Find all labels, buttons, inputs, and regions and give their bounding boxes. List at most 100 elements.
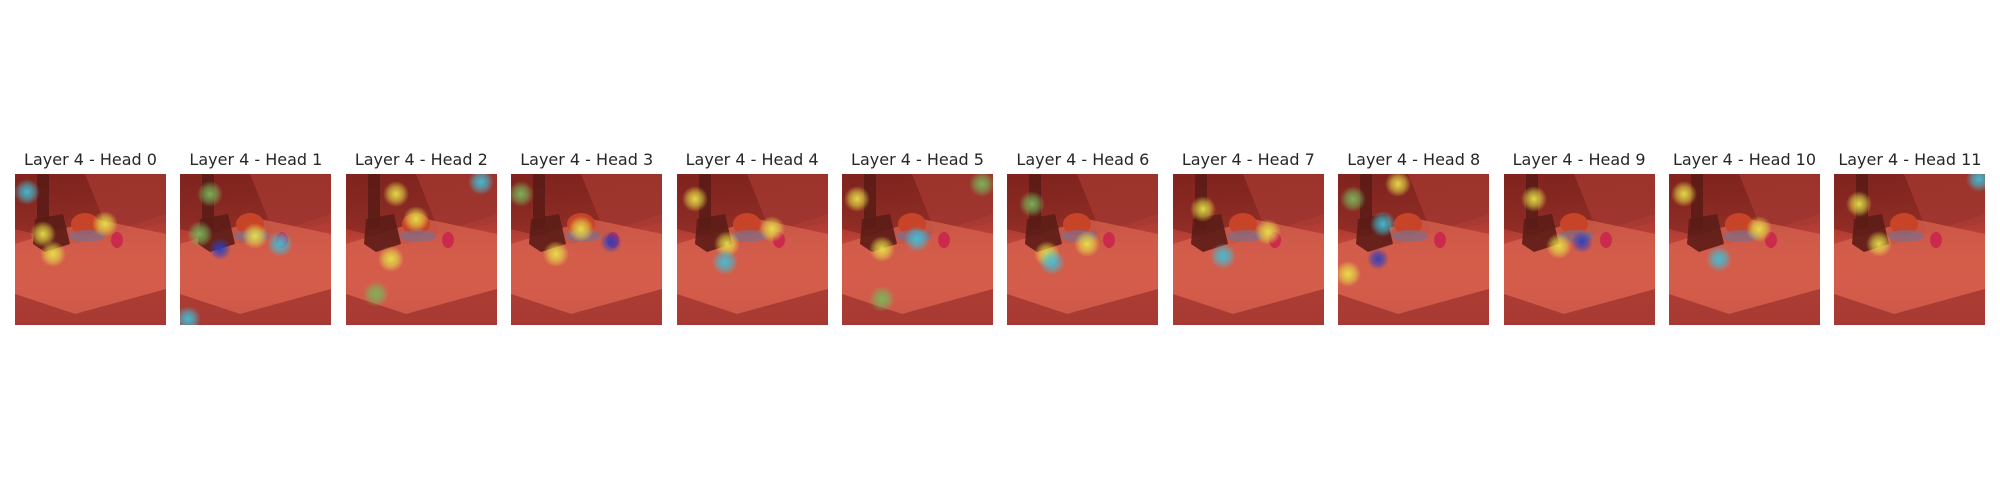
- heatmap-overlay: [1338, 174, 1490, 325]
- pot: [1559, 213, 1588, 235]
- attention-hotspot: [1545, 233, 1572, 259]
- lower-cabinet: [1669, 289, 1820, 325]
- fruit: [1599, 232, 1612, 248]
- panel-title: Layer 4 - Head 11: [1838, 150, 1982, 169]
- heatmap-overlay: [842, 174, 993, 325]
- lower-cabinet: [1007, 289, 1159, 325]
- attention-hotspot: [1367, 248, 1390, 270]
- heatmap-overlay: [180, 174, 332, 325]
- robot-arm: [37, 174, 49, 229]
- upper-cabinet: [250, 174, 332, 236]
- heatmap-overlay: [1503, 174, 1655, 325]
- attention-hotspot: [1520, 186, 1547, 212]
- lower-cabinet: [1172, 289, 1324, 325]
- attention-heatmap-image: [1007, 174, 1159, 325]
- attention-heatmap-image: [511, 174, 663, 325]
- attention-hotspot: [1671, 181, 1697, 207]
- plate: [730, 230, 767, 242]
- robot-gripper: [363, 214, 401, 252]
- panel-title: Layer 4 - Head 0: [24, 150, 157, 169]
- pot: [1890, 213, 1919, 235]
- attention-heatmap-image: [180, 174, 332, 325]
- lower-cabinet: [180, 289, 332, 325]
- lower-cabinet: [511, 289, 663, 325]
- attention-heatmap-image: [15, 174, 166, 325]
- panel-title: Layer 4 - Head 1: [189, 150, 323, 169]
- attention-hotspot: [1338, 261, 1362, 287]
- lower-cabinet: [1834, 289, 1986, 325]
- lower-cabinet: [1503, 289, 1655, 325]
- heatmap-overlay: [345, 174, 497, 325]
- attention-hotspot: [869, 236, 895, 262]
- robot-arm: [533, 174, 546, 229]
- attention-hotspot: [1746, 216, 1772, 242]
- upper-cabinet: [1408, 174, 1490, 236]
- pot: [1063, 213, 1092, 235]
- attention-hotspot: [197, 181, 224, 207]
- robot-arm: [864, 174, 876, 229]
- panel-title: Layer 4 - Head 3: [520, 150, 654, 169]
- attention-hotspot: [1019, 191, 1046, 217]
- lower-cabinet: [345, 289, 497, 325]
- attention-hotspot: [543, 241, 570, 267]
- attention-hotspot: [1074, 231, 1101, 257]
- pot: [1228, 213, 1257, 235]
- attention-hotspot: [758, 216, 785, 242]
- attention-hotspot: [362, 281, 389, 307]
- attention-hotspot: [92, 211, 118, 237]
- lower-cabinet: [15, 289, 166, 325]
- panel-title: Layer 4 - Head 7: [1181, 150, 1315, 169]
- attention-hotspot: [209, 238, 232, 260]
- attention-hotspot: [377, 246, 404, 272]
- attention-heatmap-image: [345, 174, 497, 325]
- attention-hotspot: [180, 306, 202, 325]
- attention-heatmap-image: [1338, 174, 1490, 325]
- attention-hotspot: [904, 226, 930, 252]
- attention-heatmap-image: [1834, 174, 1986, 325]
- plate: [1226, 230, 1263, 242]
- attention-hotspot: [30, 221, 56, 247]
- attention-hotspot: [1189, 196, 1216, 222]
- fruit: [1930, 232, 1943, 248]
- plate: [399, 230, 436, 242]
- attention-heatmap-image: [1669, 174, 1820, 325]
- robot-arm: [367, 174, 380, 229]
- panel-title: Layer 4 - Head 2: [354, 150, 488, 169]
- attention-hotspot: [711, 249, 738, 275]
- panel-title: Layer 4 - Head 8: [1347, 150, 1481, 169]
- heatmap-overlay: [1172, 174, 1324, 325]
- heatmap-overlay: [1007, 174, 1159, 325]
- attention-hotspot: [681, 186, 708, 212]
- upper-cabinet: [1077, 174, 1159, 236]
- attention-hotspot: [511, 181, 535, 207]
- lower-cabinet: [676, 289, 828, 325]
- robot-gripper: [1190, 214, 1228, 252]
- fruit: [938, 232, 950, 248]
- heatmap-overlay: [511, 174, 663, 325]
- upper-cabinet: [1904, 174, 1986, 236]
- attention-hotspot: [1706, 246, 1732, 272]
- pot: [1725, 213, 1753, 235]
- plate: [1392, 230, 1429, 242]
- attention-hotspot: [969, 174, 993, 197]
- attention-hotspot: [242, 223, 269, 249]
- upper-cabinet: [1573, 174, 1655, 236]
- fruit: [1434, 232, 1447, 248]
- attention-heatmap-image: [1503, 174, 1655, 325]
- panel-title: Layer 4 - Head 10: [1672, 150, 1817, 169]
- robot-arm: [1360, 174, 1373, 229]
- attention-hotspot: [869, 286, 895, 312]
- lower-cabinet: [842, 289, 993, 325]
- fruit: [1103, 232, 1116, 248]
- heatmap-overlay: [15, 174, 166, 325]
- attention-hotspot: [402, 206, 429, 232]
- attention-hotspot: [1866, 231, 1893, 257]
- attention-hotspot: [844, 186, 870, 212]
- lower-cabinet: [1338, 289, 1490, 325]
- attention-hotspot: [1385, 174, 1412, 197]
- panel-title: Layer 4 - Head 4: [685, 150, 819, 169]
- attention-hotspot: [187, 221, 214, 247]
- attention-heatmap-image: [676, 174, 828, 325]
- fruit: [111, 232, 123, 248]
- pot: [1394, 213, 1423, 235]
